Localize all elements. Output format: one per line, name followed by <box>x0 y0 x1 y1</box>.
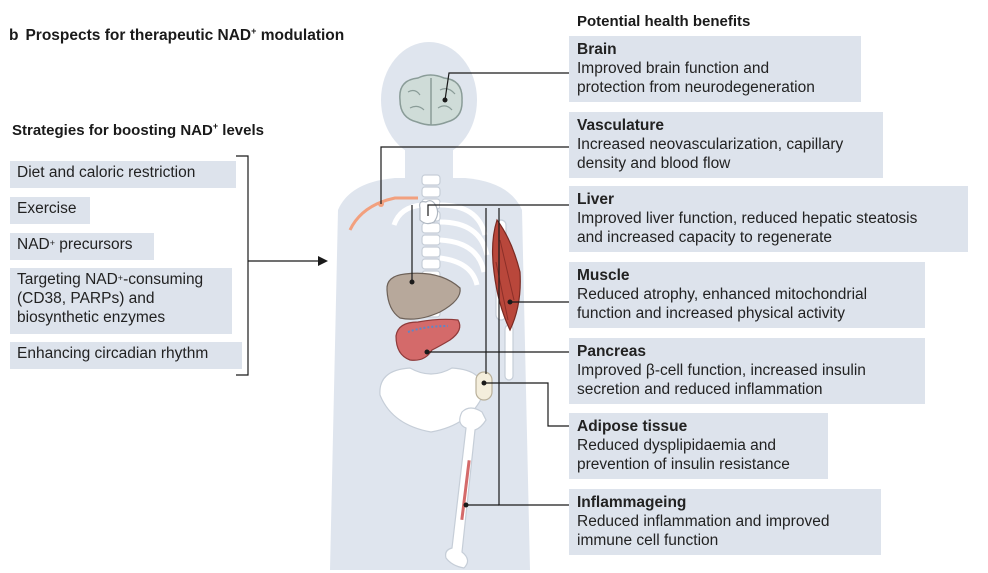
fat-pad-neck-icon <box>419 200 439 225</box>
brain-icon <box>399 74 463 126</box>
connector-brain <box>444 72 569 101</box>
strategies-bracket <box>236 155 249 376</box>
benefit-muscle: Muscle Reduced atrophy, enhanced mitocho… <box>569 262 925 328</box>
strategy-targeting-enzymes: Targeting NAD+-consuming (CD38, PARPs) a… <box>10 268 232 334</box>
connector-liver <box>427 204 569 216</box>
strategy-circadian: Enhancing circadian rhythm <box>10 342 242 369</box>
liver-icon <box>386 272 461 320</box>
benefit-title: Adipose tissue <box>577 418 688 435</box>
benefit-title: Muscle <box>577 267 630 284</box>
benefit-vasculature: Vasculature Increased neovascularization… <box>569 112 883 178</box>
strategy-exercise: Exercise <box>10 197 90 224</box>
benefit-title: Vasculature <box>577 117 665 134</box>
connector-lines <box>380 72 569 506</box>
panel-letter: b <box>9 27 19 44</box>
strategy-nad-precursors: NAD+ precursors <box>10 233 154 260</box>
vessel-icon <box>348 196 418 231</box>
fat-pad-icon <box>475 371 493 401</box>
benefit-title: Liver <box>577 191 615 208</box>
benefit-title: Pancreas <box>577 343 646 360</box>
femur-icon <box>445 407 487 569</box>
benefit-title: Brain <box>577 41 617 58</box>
strategies-heading: Strategies for boosting NAD+ levels <box>12 121 264 139</box>
benefit-liver: Liver Improved liver function, reduced h… <box>569 186 968 252</box>
benefit-title: Inflammageing <box>577 494 687 511</box>
benefit-adipose-tissue: Adipose tissue Reduced dysplipidaemia an… <box>569 413 828 479</box>
pancreas-icon <box>395 318 461 361</box>
benefit-pancreas: Pancreas Improved β-cell function, incre… <box>569 338 925 404</box>
benefits-heading: Potential health benefits <box>577 13 751 30</box>
arrow-head <box>318 256 328 266</box>
connector-vasculature <box>380 146 569 204</box>
benefit-inflammageing: Inflammageing Reduced inflammation and i… <box>569 489 881 555</box>
benefit-brain: Brain Improved brain function and protec… <box>569 36 861 102</box>
connector-adipose <box>484 382 569 427</box>
strategy-diet: Diet and caloric restriction <box>10 161 236 188</box>
